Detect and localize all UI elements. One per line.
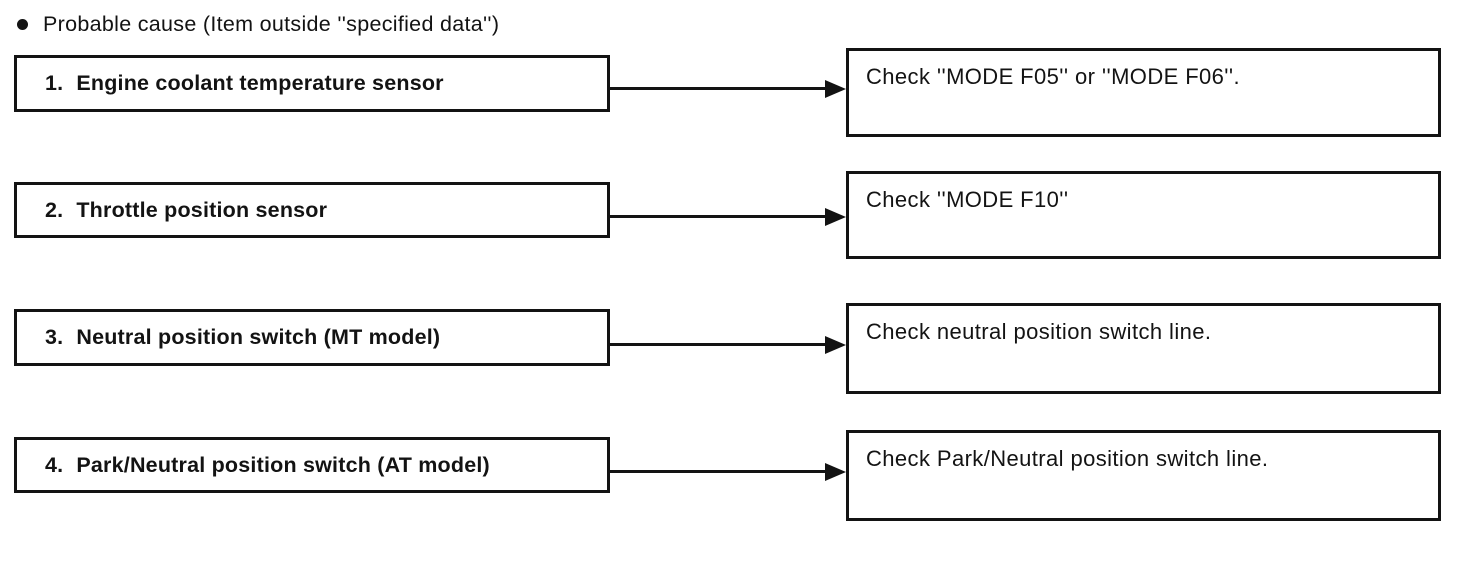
cause-label: Throttle position sensor: [76, 197, 328, 222]
cause-box-1: 1. Engine coolant temperature sensor: [14, 55, 610, 112]
cause-box-4: 4. Park/Neutral position switch (AT mode…: [14, 437, 610, 493]
cause-number: 2.: [45, 197, 64, 222]
arrow-head-icon: [825, 463, 846, 481]
check-label: Check ''MODE F05'' or ''MODE F06''.: [866, 64, 1241, 89]
cause-label: Neutral position switch (MT model): [76, 325, 441, 349]
page-title-row: Probable cause (Item outside ''specified…: [17, 12, 499, 37]
bullet-icon: [17, 19, 28, 30]
arrow-head-icon: [825, 80, 846, 98]
cause-label: Park/Neutral position switch (AT model): [76, 452, 490, 477]
check-box-2: Check ''MODE F10'': [846, 171, 1441, 259]
check-label: Check neutral position switch line.: [866, 319, 1212, 344]
cause-label: Engine coolant temperature sensor: [76, 71, 444, 95]
check-box-3: Check neutral position switch line.: [846, 303, 1441, 394]
check-label: Check Park/Neutral position switch line.: [866, 446, 1269, 471]
check-label: Check ''MODE F10'': [866, 187, 1069, 212]
arrow-icon: [610, 208, 846, 226]
arrow-line: [610, 215, 829, 218]
arrow-icon: [610, 463, 846, 481]
arrow-head-icon: [825, 208, 846, 226]
arrow-head-icon: [825, 336, 846, 354]
cause-number: 4.: [45, 452, 64, 477]
check-box-1: Check ''MODE F05'' or ''MODE F06''.: [846, 48, 1441, 137]
arrow-line: [610, 343, 829, 346]
cause-box-3: 3. Neutral position switch (MT model): [14, 309, 610, 366]
arrow-line: [610, 470, 829, 473]
check-box-4: Check Park/Neutral position switch line.: [846, 430, 1441, 521]
cause-number: 1.: [45, 71, 64, 95]
arrow-line: [610, 87, 829, 90]
cause-number: 3.: [45, 325, 64, 349]
arrow-icon: [610, 80, 846, 98]
page-title: Probable cause (Item outside ''specified…: [43, 12, 500, 36]
arrow-icon: [610, 336, 846, 354]
cause-box-2: 2. Throttle position sensor: [14, 182, 610, 238]
